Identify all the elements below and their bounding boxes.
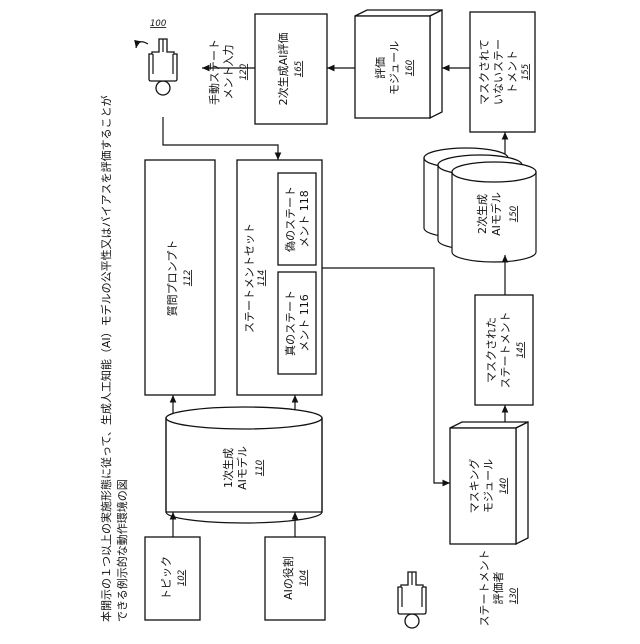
unmasked-label-1: マスクされて <box>478 39 491 105</box>
secondary-ai-label-1: 2次生成 <box>475 194 489 234</box>
eval-module-ref: 160 <box>405 60 415 76</box>
eval-module-label-2: モジュール <box>388 41 401 95</box>
secondary-ai-cylinders: 2次生成 AIモデル 150 <box>424 148 536 262</box>
masked-label-1: マスクされた <box>485 317 498 383</box>
ai-role-label: AIの役割 <box>281 556 295 600</box>
question-prompt-box: 質問プロンプト 112 <box>145 160 215 395</box>
caption-line-2: できる例示的な動作環境の図 <box>115 479 129 622</box>
masking-ref: 140 <box>499 478 509 494</box>
topic-label: トピック <box>160 556 173 600</box>
person-icon <box>398 572 426 628</box>
figure-number-leader <box>136 42 148 48</box>
manual-input-person: 手動ステート メント入力 120 <box>149 39 249 105</box>
figure-number: 100 <box>150 19 166 29</box>
caption-line-1: 本開示の１つ以上の実施形態に従って、生成人工知能（AI）モデルの公平性又はバイア… <box>99 95 113 622</box>
topic-box: トピック 102 <box>145 537 200 620</box>
evaluator-label-1: ステートメント <box>478 550 491 627</box>
statement-set-box: ステートメントセット 114 真のステート メント 116 偽のステート メント… <box>237 160 322 395</box>
secondary-ai-label-2: AIモデル <box>489 192 503 236</box>
evaluator-label-2: 評価者 <box>491 572 505 605</box>
manual-input-label-2: メント入力 <box>222 45 235 100</box>
evaluation-module-box: 評価 モジュール 160 <box>355 10 442 118</box>
masked-ref: 145 <box>516 342 526 358</box>
unmasked-statements-box: マスクされて いないステー トメント 155 <box>470 12 535 132</box>
false-statement-label-1: 偽のステート <box>283 186 297 252</box>
secondary-eval-ref: 165 <box>294 61 304 77</box>
topic-ref: 102 <box>177 570 187 586</box>
question-prompt-ref: 112 <box>183 270 193 286</box>
primary-ai-cylinder: 1次生成 AIモデル 110 <box>166 407 322 523</box>
primary-ai-label-2: AIモデル <box>235 446 249 490</box>
ai-role-ref: 104 <box>299 570 309 586</box>
arrow-statementset-to-masking <box>322 268 450 483</box>
masked-label-2: ステートメント <box>499 312 512 389</box>
true-statement-label-2: メント 116 <box>298 294 311 352</box>
secondary-eval-label: 2次生成AI評価 <box>276 33 290 106</box>
masking-module-box: マスキング モジュール 140 <box>450 422 528 544</box>
unmasked-ref: 155 <box>521 64 531 80</box>
primary-ai-ref: 110 <box>255 460 265 476</box>
figure-caption: 本開示の１つ以上の実施形態に従って、生成人工知能（AI）モデルの公平性又はバイア… <box>99 95 129 622</box>
unmasked-label-2: いないステー <box>492 39 505 105</box>
statement-set-ref: 114 <box>257 270 267 286</box>
evaluator-person: ステートメント 評価者 130 <box>398 550 519 629</box>
statement-set-label: ステートメントセット <box>243 223 256 333</box>
masked-statements-box: マスクされた ステートメント 145 <box>475 295 533 405</box>
eval-module-label-1: 評価 <box>373 57 387 79</box>
false-statement-label-2: メント 118 <box>298 190 311 248</box>
evaluator-ref: 130 <box>509 588 519 604</box>
unmasked-label-3: トメント <box>506 50 519 94</box>
question-prompt-label: 質問プロンプト <box>165 240 179 317</box>
true-statement-label-1: 真のステート <box>283 290 297 356</box>
primary-ai-label-1: 1次生成 <box>221 448 235 488</box>
secondary-ai-ref: 150 <box>509 206 519 222</box>
person-icon <box>149 39 177 95</box>
masking-label-2: モジュール <box>482 459 495 513</box>
masking-label-1: マスキング <box>467 459 481 514</box>
manual-input-label-1: 手動ステート <box>207 39 221 105</box>
manual-input-ref: 120 <box>239 64 249 80</box>
secondary-eval-box: 2次生成AI評価 165 <box>255 14 327 124</box>
ai-role-box: AIの役割 104 <box>265 537 325 620</box>
